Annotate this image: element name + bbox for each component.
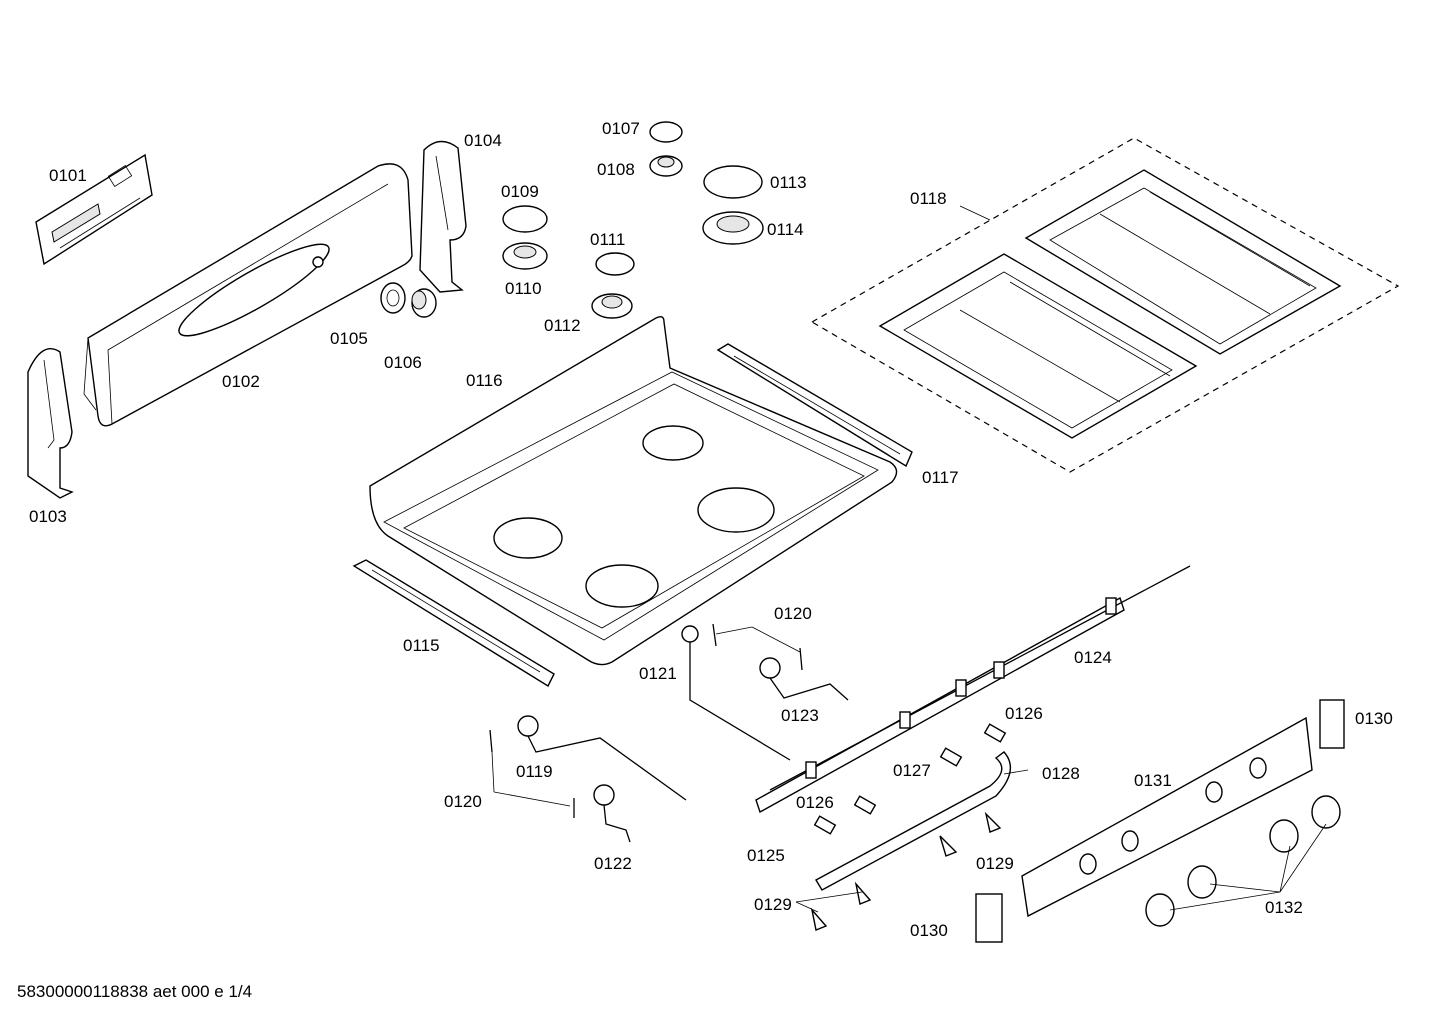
label-0126-bottom: 0126	[796, 793, 834, 812]
label-0116: 0116	[466, 371, 503, 390]
label-0112: 0112	[544, 316, 581, 335]
label-0102: 0102	[222, 372, 260, 391]
label-0129-top: 0129	[976, 854, 1014, 873]
part-0125-orifice	[813, 815, 837, 835]
part-0122-valve	[593, 784, 631, 843]
label-0124: 0124	[1074, 648, 1112, 667]
label-0119: 0119	[516, 762, 553, 781]
part-0118-grates	[810, 137, 1400, 473]
part-0123-valve	[759, 657, 849, 701]
label-0108: 0108	[597, 160, 635, 179]
part-0128-gas-pipe	[815, 751, 1012, 891]
part-0129-clip-bottom	[810, 881, 872, 931]
part-0116-cooktop	[369, 315, 898, 666]
label-0122: 0122	[594, 854, 632, 873]
part-0130-end-cap-bottom	[975, 893, 1003, 943]
part-0126-orifice-bottom	[853, 795, 877, 815]
label-0126-top: 0126	[1005, 704, 1043, 723]
part-0105-bezel	[380, 282, 406, 314]
label-0105: 0105	[330, 329, 368, 348]
label-0121: 0121	[639, 664, 677, 683]
label-0130-bottom: 0130	[910, 921, 948, 940]
part-0103-end-cap-left	[27, 348, 74, 499]
part-0110-burner-head	[502, 242, 548, 270]
label-0109: 0109	[501, 182, 539, 201]
part-0127-orifice	[939, 747, 963, 767]
label-0132: 0132	[1265, 898, 1303, 917]
label-0114: 0114	[767, 220, 804, 239]
label-0118: 0118	[910, 189, 947, 208]
label-0115: 0115	[403, 636, 440, 655]
label-0103: 0103	[29, 507, 67, 526]
part-0132-knobs	[1145, 795, 1341, 927]
part-0108-burner-head	[649, 155, 683, 177]
label-0107: 0107	[602, 119, 640, 138]
part-0117-rail-right	[716, 343, 913, 468]
part-0124-manifold	[755, 565, 1191, 814]
part-0119-valve	[517, 715, 687, 801]
label-0125: 0125	[747, 846, 785, 865]
part-0107-burner-cap	[649, 121, 683, 143]
footer-document-id: 58300000118838 aet 000 e 1/4	[17, 982, 252, 1001]
label-0104: 0104	[464, 131, 502, 150]
part-0121-valve	[681, 625, 791, 761]
label-0120-bottom: 0120	[444, 792, 482, 811]
part-0129-clip-top	[939, 811, 1002, 857]
label-0101: 0101	[49, 166, 87, 185]
part-0120-spark-electrodes	[489, 623, 803, 818]
part-0102-control-panel	[83, 163, 413, 427]
label-0106: 0106	[384, 353, 422, 372]
part-0115-rail-left	[352, 559, 555, 687]
part-0126-orifice-top	[983, 723, 1007, 743]
label-0111: 0111	[590, 230, 625, 249]
part-0101-control-board	[35, 153, 153, 266]
label-0123: 0123	[781, 706, 819, 725]
label-0127: 0127	[893, 761, 931, 780]
label-0131: 0131	[1134, 771, 1172, 790]
part-0130-end-cap-top	[1319, 699, 1345, 749]
part-0131-front-panel	[1021, 716, 1313, 918]
label-0129-bottom: 0129	[754, 895, 792, 914]
part-0112-burner-head	[591, 293, 633, 319]
part-0104-end-cap-right	[419, 140, 467, 293]
part-0109-burner-cap	[502, 205, 548, 233]
leader-lines	[491, 205, 1327, 913]
part-0106-knob	[411, 288, 437, 318]
label-0128: 0128	[1042, 764, 1080, 783]
part-0111-burner-cap	[595, 252, 635, 276]
label-0130-top: 0130	[1355, 709, 1393, 728]
label-0120-top: 0120	[774, 604, 812, 623]
label-0117: 0117	[922, 468, 959, 487]
part-0113-burner-cap	[703, 165, 763, 199]
label-0113: 0113	[770, 173, 807, 192]
part-0114-burner-head	[702, 211, 764, 245]
label-0110: 0110	[505, 279, 542, 298]
